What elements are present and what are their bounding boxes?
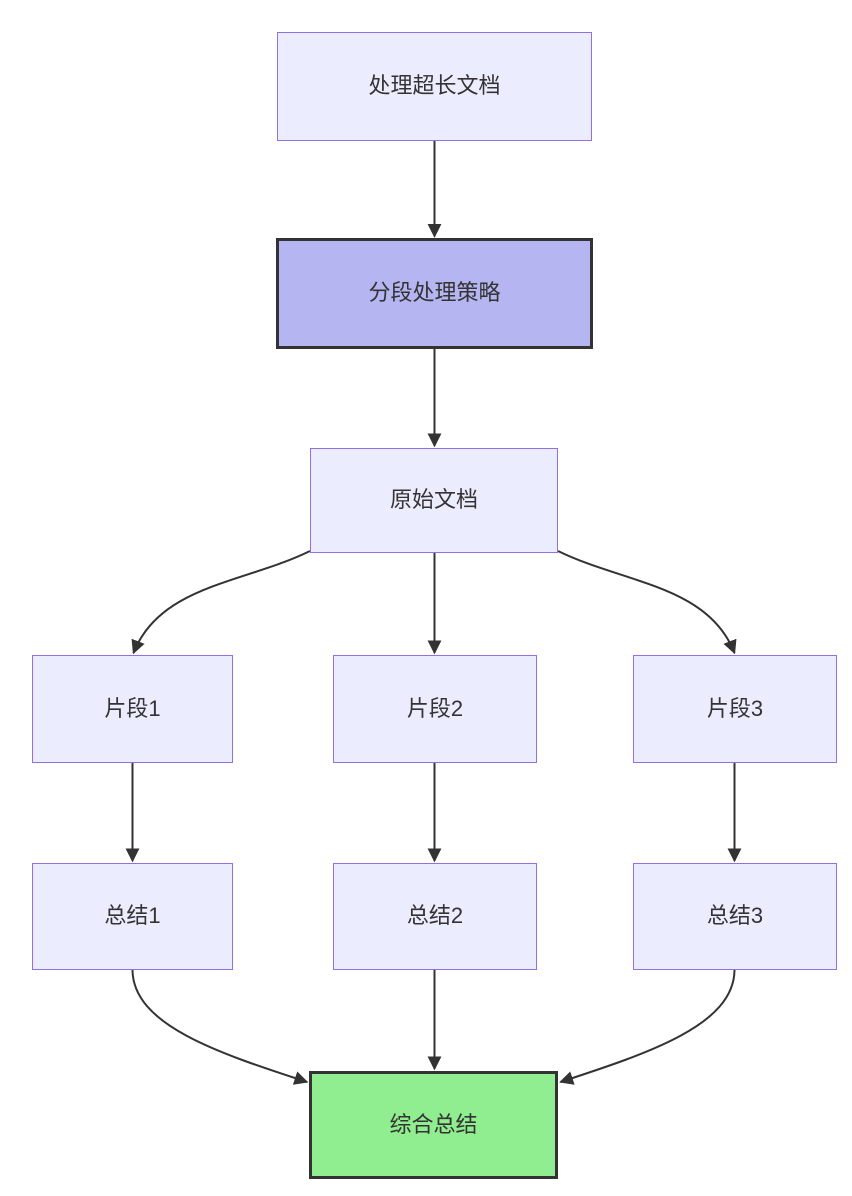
node-summary-3: 总结3 — [633, 863, 837, 970]
node-fragment-2: 片段2 — [333, 655, 537, 763]
edge-summary-3-to-comprehensive — [559, 969, 736, 1085]
node-label: 片段3 — [706, 695, 764, 721]
node-label: 总结1 — [104, 903, 161, 929]
node-label: 综合总结 — [389, 1111, 478, 1137]
edge-original-to-fragment-3 — [557, 550, 737, 655]
node-label: 总结2 — [406, 903, 464, 929]
node-fragment-3: 片段3 — [633, 655, 837, 763]
edge-original-to-fragment-1 — [131, 550, 311, 655]
node-summary-1: 总结1 — [32, 863, 233, 970]
node-label: 分段处理策略 — [368, 280, 501, 306]
node-label: 片段2 — [406, 695, 464, 721]
node-label: 处理超长文档 — [368, 73, 501, 99]
node-label: 原始文档 — [389, 487, 478, 513]
node-process-long-document: 处理超长文档 — [277, 32, 592, 141]
node-comprehensive-summary: 综合总结 — [309, 1071, 558, 1179]
node-label: 片段1 — [104, 695, 161, 721]
node-segmented-processing-strategy: 分段处理策略 — [276, 238, 593, 349]
node-label: 总结3 — [706, 903, 764, 929]
node-summary-2: 总结2 — [333, 863, 537, 970]
node-fragment-1: 片段1 — [32, 655, 233, 763]
edge-summary-1-to-comprehensive — [131, 969, 309, 1085]
node-original-document: 原始文档 — [310, 448, 558, 553]
